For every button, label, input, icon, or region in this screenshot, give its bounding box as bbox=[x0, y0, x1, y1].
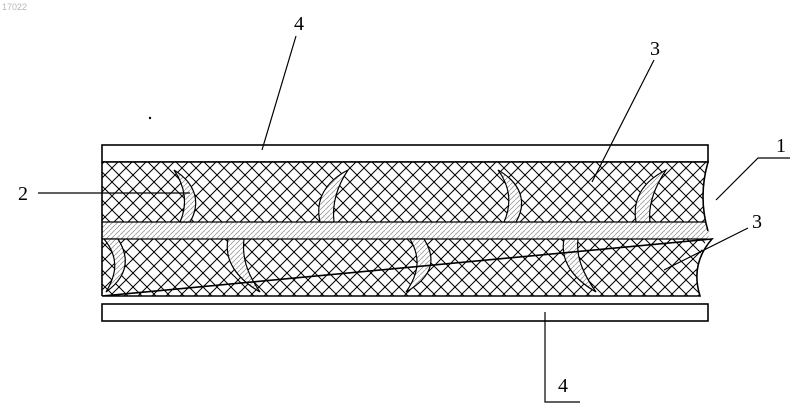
label-core: 1 bbox=[776, 135, 786, 157]
bottom-cover-layer bbox=[102, 304, 708, 321]
label-filler-upper: 3 bbox=[650, 38, 660, 60]
top-cover-layer bbox=[102, 145, 708, 162]
label-fiber: 2 bbox=[18, 183, 28, 205]
core-layer bbox=[102, 222, 714, 239]
label-filler-lower: 3 bbox=[752, 211, 762, 233]
filler-body bbox=[102, 162, 714, 296]
label-top-cover: 4 bbox=[294, 13, 304, 35]
stray-dot bbox=[149, 117, 151, 119]
leader-top-cover bbox=[262, 36, 296, 150]
figure-id: 17022 bbox=[2, 2, 27, 12]
leader-core bbox=[716, 158, 790, 200]
label-bottom-cover: 4 bbox=[558, 375, 568, 397]
